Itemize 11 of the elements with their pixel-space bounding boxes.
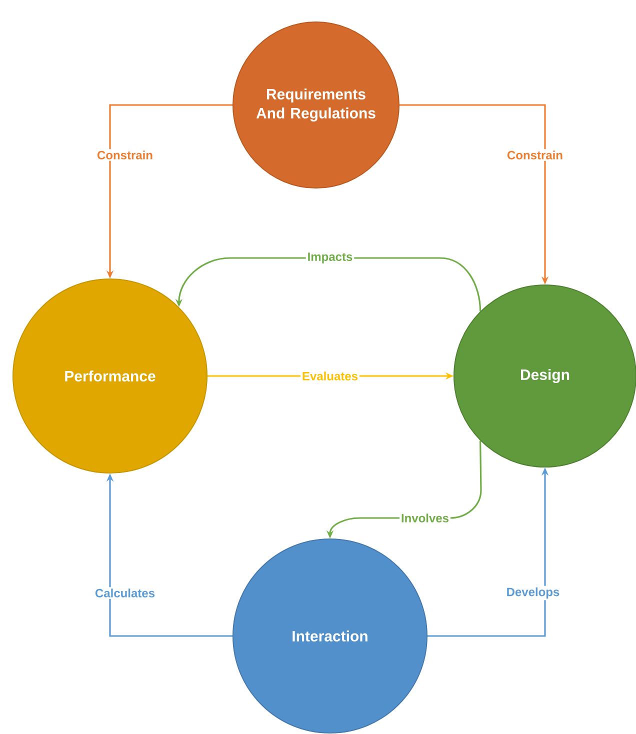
- circle-node: Design: [454, 284, 636, 468]
- edge-label: Impacts: [306, 251, 354, 265]
- edge-label: Calculates: [93, 587, 157, 599]
- circle-node: Requirements And Regulations: [232, 22, 400, 188]
- edge-label: Develops: [504, 586, 562, 600]
- edge-label: Constrain: [506, 149, 564, 161]
- circle-node: Interaction: [232, 538, 428, 734]
- edge-label: Evaluates: [300, 370, 360, 382]
- edge-label: Involves: [399, 512, 450, 524]
- edge-label: Constrain: [96, 149, 154, 161]
- circle-node: Performance: [12, 278, 208, 474]
